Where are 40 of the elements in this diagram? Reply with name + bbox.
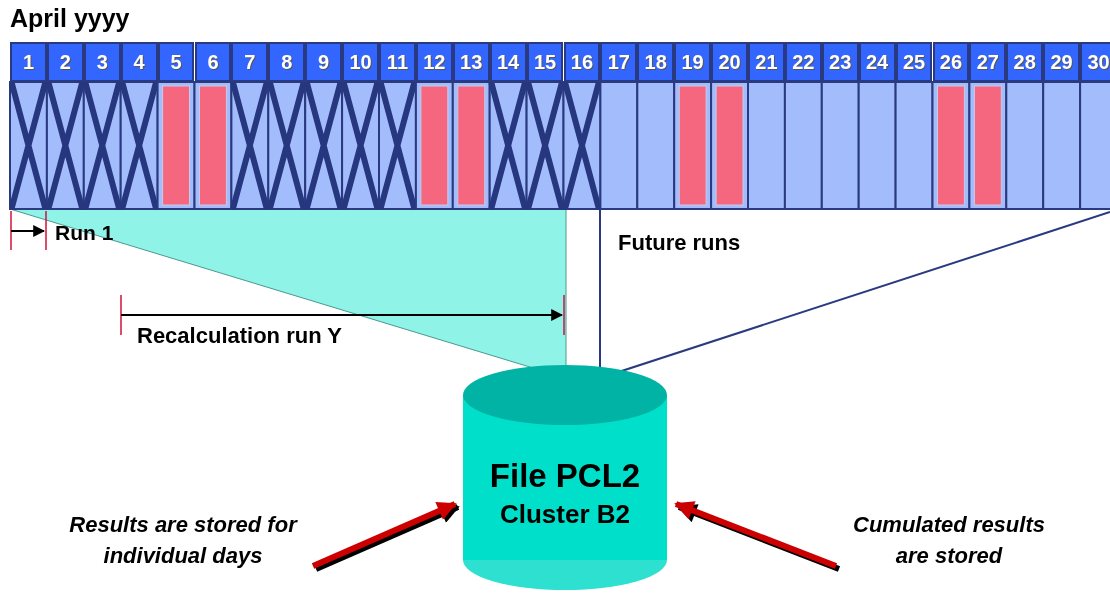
day-header: 27 bbox=[969, 42, 1007, 82]
day-header: 5 bbox=[157, 42, 195, 82]
day-header: 4 bbox=[120, 42, 158, 82]
day-header: 19 bbox=[674, 42, 712, 82]
day-header: 13 bbox=[452, 42, 490, 82]
annotation-text: Future runs bbox=[618, 230, 741, 256]
day-header: 30 bbox=[1080, 42, 1110, 82]
day-header: 16 bbox=[563, 42, 601, 82]
note-text: Cumulated results are stored bbox=[840, 509, 1058, 571]
day-header: 23 bbox=[821, 42, 859, 82]
file-name: File PCL2 bbox=[489, 456, 641, 496]
day-header: 20 bbox=[711, 42, 748, 82]
day-header: 12 bbox=[415, 42, 453, 82]
day-header: 15 bbox=[526, 42, 564, 82]
day-header: 11 bbox=[379, 42, 416, 82]
dimension-label: Run 1 bbox=[55, 221, 114, 245]
day-header: 21 bbox=[748, 42, 785, 82]
day-header: 7 bbox=[231, 42, 269, 82]
day-header: 17 bbox=[600, 42, 638, 82]
day-header: 9 bbox=[305, 42, 343, 82]
dimension-label: Recalculation run Y bbox=[137, 323, 342, 349]
day-header: 24 bbox=[858, 42, 896, 82]
day-header: 28 bbox=[1006, 42, 1044, 82]
cluster-name: Cluster B2 bbox=[499, 498, 630, 531]
day-header: 2 bbox=[46, 42, 84, 82]
arrow bbox=[311, 501, 457, 569]
day-header: 22 bbox=[784, 42, 822, 82]
day-header: 6 bbox=[194, 42, 232, 82]
arrow bbox=[674, 501, 838, 569]
day-header: 3 bbox=[83, 42, 121, 82]
day-header: 10 bbox=[342, 42, 379, 82]
title: April yyyy bbox=[10, 4, 130, 33]
note-text: Results are stored for individual days bbox=[57, 509, 309, 571]
day-header: 8 bbox=[268, 42, 306, 82]
day-header: 14 bbox=[489, 42, 527, 82]
day-header: 29 bbox=[1043, 42, 1081, 82]
day-header: 18 bbox=[637, 42, 675, 82]
day-header: 25 bbox=[895, 42, 933, 82]
day-header: 1 bbox=[10, 42, 47, 82]
day-header: 26 bbox=[932, 42, 970, 82]
